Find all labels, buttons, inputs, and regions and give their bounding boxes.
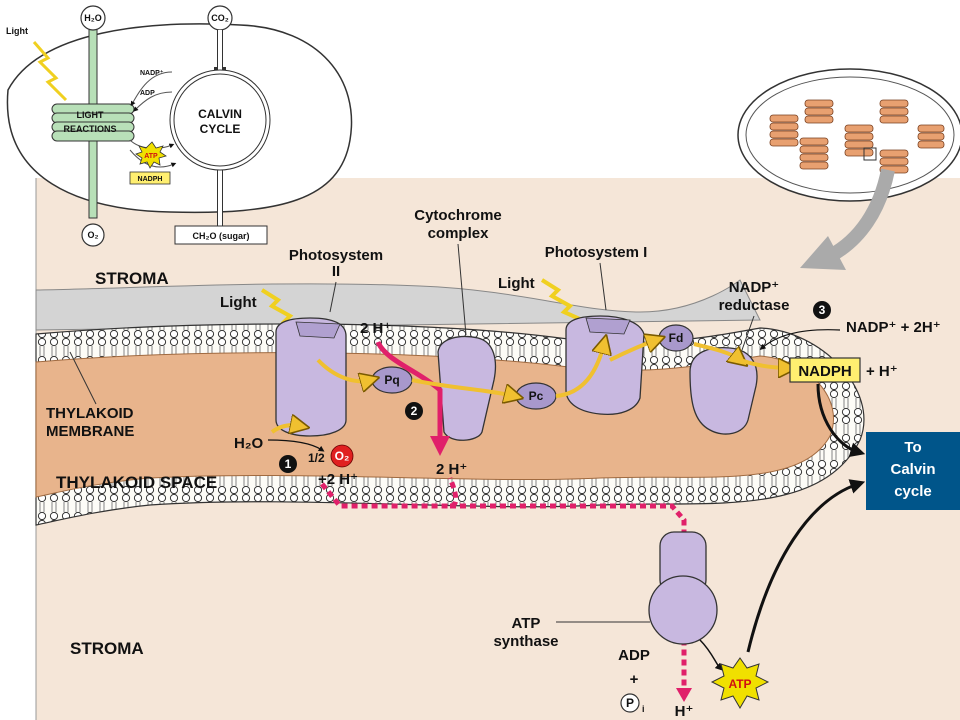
electron-pq-to-pc: [411, 378, 514, 396]
o2-label: O₂: [335, 449, 350, 463]
overview-h2o-node: [80, 5, 106, 31]
step-3-badge: [813, 301, 831, 319]
fd-label: Fd: [669, 331, 684, 345]
overview-calvin-label-2: CYCLE: [200, 122, 241, 136]
overview-h2o-label: H₂O: [84, 13, 102, 23]
cytochrome-label-2: complex: [428, 225, 490, 242]
electron-h2o-to-ps2: [270, 425, 300, 432]
plus-label: +: [630, 671, 639, 688]
adp-label: ADP: [618, 647, 650, 664]
overview-o2-label: O₂: [88, 230, 99, 240]
overview-calvin-label-1: CALVIN: [198, 107, 242, 121]
nadp-equation-label: NADP⁺ + 2H⁺: [846, 319, 941, 336]
o2-molecule: [330, 444, 354, 468]
atp-synthase-label-2: synthase: [493, 633, 558, 650]
thylakoid-membrane-label-1: THYLAKOID: [46, 405, 134, 422]
pi-sub-label: i: [642, 704, 645, 714]
overview-o2-node: [81, 223, 105, 247]
overview-sugar-label: CH₂O (sugar): [192, 231, 249, 241]
electron-pc-to-ps1: [555, 344, 604, 398]
nadph-label: NADPH: [798, 363, 851, 380]
h2o-label: H₂O: [234, 435, 263, 452]
zoom-arrow: [826, 168, 895, 263]
nadph-to-calvin-arrow: [816, 383, 866, 458]
step-2-label: 2: [411, 404, 418, 418]
stroma-bottom-label: STROMA: [70, 639, 144, 658]
atp-to-calvin-arrow: [746, 479, 866, 653]
half-label: 1/2: [308, 451, 325, 465]
stroma-top-label: STROMA: [95, 269, 169, 288]
photosystem-ii-label-1: Photosystem: [289, 247, 383, 264]
atp-label: ATP: [728, 677, 751, 691]
overview-adp-label: ADP: [140, 90, 155, 97]
overview-sugar-box: [174, 225, 268, 245]
light-ps2-label: Light: [220, 294, 257, 311]
pq-label: Pq: [384, 373, 399, 387]
atp-burst-icon: [710, 657, 770, 709]
proton-out-arrowhead: [676, 688, 692, 702]
light-ps1-icon: [540, 278, 583, 322]
nadp-reductase-label-1: NADP⁺: [729, 279, 779, 296]
step-3-label: 3: [819, 303, 826, 317]
pc-label: Pc: [529, 389, 544, 403]
nadph-box: [789, 357, 861, 383]
overview-light-icon: [32, 41, 68, 102]
chloroplast-icon: [737, 68, 960, 202]
electron-fd-to-reductase: [693, 342, 740, 360]
electron-ps1-to-fd: [609, 340, 656, 362]
pi-label: P: [626, 696, 634, 710]
overview-inset: H₂O O₂ CO₂ CH₂O (sugar) LIGHT REACTIONS …: [6, 5, 353, 247]
nadp-reductase-label-2: reductase: [719, 297, 790, 314]
proton-arrow-cytochrome: [375, 340, 450, 456]
light-ps1-label: Light: [498, 275, 535, 292]
to-calvin-box: [866, 432, 960, 510]
overview-atp-label: ATP: [144, 153, 158, 160]
overview-light-reactions: [51, 103, 135, 142]
electron-to-nadph: [739, 360, 788, 368]
to-calvin-label-3: cycle: [894, 483, 932, 500]
atp-synthase-label-1: ATP: [512, 615, 541, 632]
step-1-badge: [279, 455, 297, 473]
overview-co2-label: CO₂: [211, 13, 229, 23]
plus-h-label: + H⁺: [866, 363, 898, 380]
pi-circle: [620, 693, 640, 713]
cytochrome-label-1: Cytochrome: [414, 207, 502, 224]
overview-light-reactions-label-2: REACTIONS: [63, 124, 116, 134]
step-1-label: 1: [285, 457, 292, 471]
photosystem-i-label: Photosystem I: [545, 244, 648, 261]
electron-ps2-to-pq: [316, 358, 370, 381]
overview-atp-icon: [135, 141, 167, 169]
step-2-badge: [405, 402, 423, 420]
photosystem-i-complex: [565, 315, 645, 416]
overview-nadp-label: NADP⁺: [140, 69, 164, 77]
to-calvin-label-1: To: [904, 439, 921, 456]
overview-nadph-label: NADPH: [138, 176, 163, 183]
two-h-top-label: 2 H⁺: [360, 320, 391, 337]
h-out-label: H⁺: [675, 703, 694, 720]
thylakoid-membrane-label-2: MEMBRANE: [46, 423, 134, 440]
to-calvin-label-2: Calvin: [890, 461, 935, 478]
overview-nadph-box: [129, 171, 171, 185]
overview-light-label: Light: [6, 26, 28, 36]
overview-light-reactions-label-1: LIGHT: [77, 110, 104, 120]
thylakoid-space-label: THYLAKOID SPACE: [56, 473, 217, 492]
zoom-arrow-head: [800, 236, 846, 270]
plus-2h-label: +2 H⁺: [318, 471, 358, 488]
atp-synthase-head: [648, 575, 718, 645]
photosystem-ii-label-2: II: [332, 263, 340, 280]
two-h-lumen-label: 2 H⁺: [436, 461, 467, 478]
